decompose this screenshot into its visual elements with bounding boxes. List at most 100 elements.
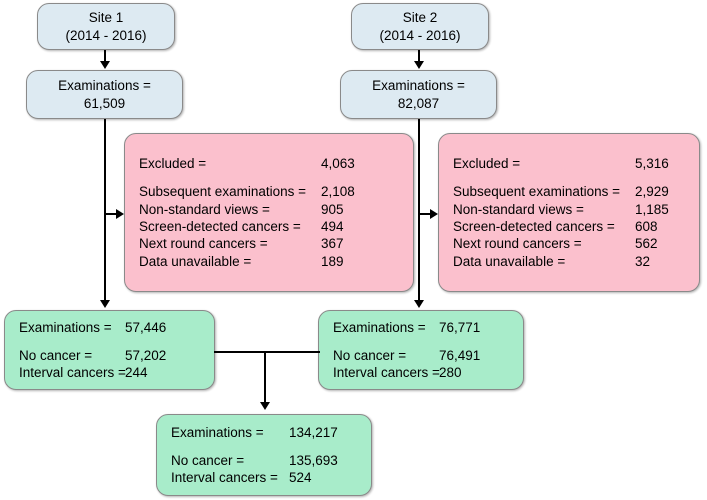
site1-excluded-reason-value: 494 [321,219,344,234]
site2-included-examinations-row: Examinations = 76,771 [333,319,509,336]
site2-excluded-reason-label: Subsequent examinations = [453,184,620,200]
site2-examinations-line1: Examinations = [372,78,465,94]
site2-included-nocancer-row: No cancer = 76,491 [333,347,509,364]
site1-trunk-line [104,119,106,304]
site1-excluded-reason-value: 189 [321,253,344,269]
site1-included-interval-value: 244 [125,365,148,381]
site1-source-to-exams-line [104,50,106,63]
site2-excluded-reason-label: Non-standard views = [453,201,584,217]
site1-examinations-line1: Examinations = [58,78,151,94]
site1-examinations-box: Examinations = 61,509 [26,70,183,119]
site1-source-box: Site 1 (2014 - 2016) [37,3,175,50]
site2-excluded-total-label: Excluded = [453,156,521,172]
site1-included-interval-row: Interval cancers = 244 [19,364,200,381]
site1-excluded-reason-row: Non-standard views = 905 [139,201,399,218]
site1-excluded-reason-label: Non-standard views = [139,201,270,217]
combined-examinations-label: Examinations = [171,424,264,440]
site2-included-interval-row: Interval cancers = 280 [333,364,509,381]
site1-excluded-total-value: 4,063 [321,156,355,172]
site2-examinations-line2: 82,087 [397,95,440,111]
site1-excluded-branch-line [105,213,117,215]
site2-excluded-reason-value: 32 [635,253,651,269]
combined-interval-value: 524 [289,470,312,486]
site1-included-nocancer-label: No cancer = [19,347,93,363]
site1-included-spacer [19,336,200,347]
site1-excluded-total-row: Excluded = 4,063 [139,155,399,172]
site1-excluded-branch-arrowhead [116,209,124,219]
site2-excluded-box: Excluded = 5,316 Subsequent examinations… [438,133,700,292]
site2-included-examinations-value: 76,771 [439,319,481,335]
site2-excluded-spacer [453,172,685,183]
site1-excluded-rows: Excluded = 4,063 Subsequent examinations… [125,134,413,291]
site2-included-nocancer-label: No cancer = [333,347,407,363]
merge-horizontal-line [214,351,320,353]
site2-source-line1: Site 2 [402,10,438,26]
site2-excluded-reason-row: Screen-detected cancers = 608 [453,218,685,235]
site2-excluded-reason-label: Data unavailable = [453,253,566,269]
site2-excluded-reason-value: 2,929 [635,184,669,200]
site2-excluded-total-value: 5,316 [635,156,669,172]
site2-included-interval-label: Interval cancers = [333,365,440,381]
site1-included-examinations-value: 57,446 [125,319,167,335]
site1-source-line1: Site 1 [88,10,124,26]
site1-excluded-reason-label: Subsequent examinations = [139,184,306,200]
site1-source-to-exams-arrowhead [100,61,110,69]
site2-excluded-branch-arrowhead [430,209,438,219]
combined-interval-label: Interval cancers = [171,470,278,486]
site1-excluded-reason-label: Screen-detected cancers = [139,219,301,234]
site2-excluded-reason-row: Data unavailable = 32 [453,253,685,270]
site1-included-nocancer-row: No cancer = 57,202 [19,347,200,364]
site2-examinations-box: Examinations = 82,087 [340,70,497,119]
site2-excluded-reason-value: 608 [635,219,658,234]
site1-included-interval-label: Interval cancers = [19,365,126,381]
site1-excluded-reason-row: Screen-detected cancers = 494 [139,218,399,235]
site1-excluded-total-label: Excluded = [139,156,207,172]
combined-spacer [171,441,357,452]
site2-excluded-reason-row: Subsequent examinations = 2,929 [453,183,685,200]
site2-excluded-branch-line [419,213,431,215]
site2-excluded-reason-value: 562 [635,236,658,252]
site2-excluded-reason-value: 1,185 [635,201,669,217]
site2-source-box: Site 2 (2014 - 2016) [351,3,489,50]
site1-excluded-box: Excluded = 4,063 Subsequent examinations… [124,133,414,292]
site1-included-nocancer-value: 57,202 [125,347,167,363]
combined-rows: Examinations = 134,217 No cancer = 135,6… [157,415,371,495]
site2-source-to-exams-line [418,50,420,63]
site1-excluded-reason-row: Next round cancers = 367 [139,235,399,252]
combined-nocancer-value: 135,693 [289,452,338,468]
site1-included-examinations-row: Examinations = 57,446 [19,319,200,336]
combined-examinations-value: 134,217 [289,424,338,440]
site1-examinations-line2: 61,509 [83,95,126,111]
site1-excluded-reason-value: 905 [321,201,344,217]
site1-excluded-reason-value: 367 [321,236,344,252]
site1-source-line2: (2014 - 2016) [65,27,147,43]
site1-excluded-spacer [139,172,399,183]
site2-included-box: Examinations = 76,771 No cancer = 76,491… [318,310,524,390]
site1-trunk-arrowhead [100,300,110,308]
combined-interval-row: Interval cancers = 524 [171,469,357,486]
site2-included-nocancer-value: 76,491 [439,347,481,363]
site2-excluded-reason-row: Next round cancers = 562 [453,235,685,252]
combined-included-box: Examinations = 134,217 No cancer = 135,6… [156,414,372,496]
site2-trunk-arrowhead [414,300,424,308]
site1-included-box: Examinations = 57,446 No cancer = 57,202… [4,310,215,390]
site2-excluded-reason-label: Screen-detected cancers = [453,219,615,234]
site1-excluded-reason-row: Data unavailable = 189 [139,253,399,270]
site1-included-rows: Examinations = 57,446 No cancer = 57,202… [5,311,214,389]
combined-nocancer-row: No cancer = 135,693 [171,452,357,469]
site1-excluded-reason-label: Data unavailable = [139,253,252,269]
site2-included-examinations-label: Examinations = [333,319,426,335]
site2-source-line2: (2014 - 2016) [379,27,461,43]
site2-included-interval-value: 280 [439,365,462,381]
site2-excluded-reason-row: Non-standard views = 1,185 [453,201,685,218]
merge-arrowhead [260,402,270,410]
combined-nocancer-label: No cancer = [171,452,245,468]
site1-excluded-reason-row: Subsequent examinations = 2,108 [139,183,399,200]
site2-trunk-line [418,119,420,304]
site2-included-rows: Examinations = 76,771 No cancer = 76,491… [319,311,523,389]
site1-excluded-reason-label: Next round cancers = [139,236,268,252]
site2-included-spacer [333,336,509,347]
site1-excluded-reason-value: 2,108 [321,184,355,200]
site2-excluded-rows: Excluded = 5,316 Subsequent examinations… [439,134,699,291]
